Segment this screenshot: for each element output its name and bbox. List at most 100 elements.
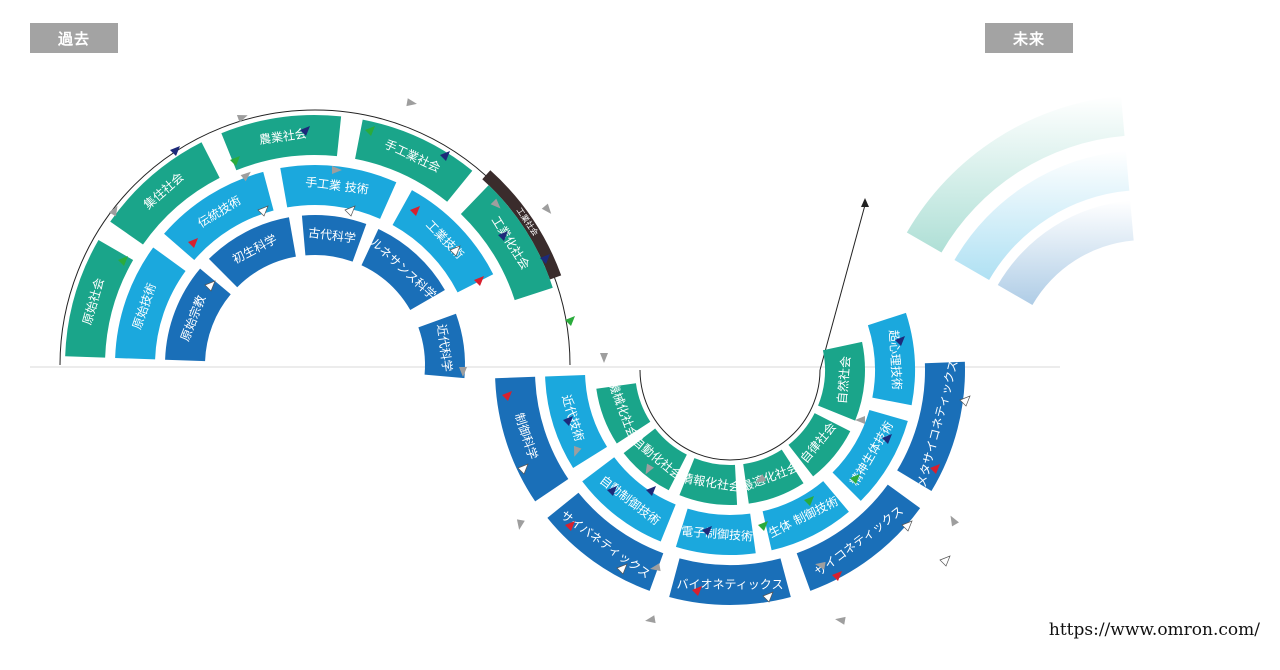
flag-marker: [474, 276, 484, 286]
flag-marker: [959, 395, 971, 407]
flow-arrow: [755, 474, 767, 483]
society-label: 自然社会: [834, 355, 853, 404]
timeline-tail: [819, 204, 866, 371]
technology-block-shape: [164, 171, 274, 261]
flag-marker: [692, 586, 702, 596]
technology-block-9: 超心理技術: [867, 312, 915, 406]
flow-arrow: [109, 205, 118, 217]
technology-label: 電子制御技術: [681, 523, 754, 544]
flag-marker: [804, 496, 814, 506]
technology-block-shape: [545, 375, 608, 469]
science-label: バイオネティックス: [677, 578, 784, 592]
technology-block-shape: [280, 165, 397, 219]
technology-block-1: 伝統技術: [164, 171, 274, 261]
science-block-5: 制御科学: [495, 376, 569, 502]
flag-marker: [565, 316, 575, 326]
flag-markers: [109, 98, 971, 625]
science-block-6: サイバネティックス: [547, 492, 664, 591]
flow-arrow: [236, 114, 248, 123]
flag-marker: [517, 463, 529, 475]
timeline-arc-right: [639, 369, 821, 461]
flow-arrow: [600, 353, 608, 363]
society-block-5: 機械化社会: [596, 379, 651, 444]
science-block-shape: [495, 376, 569, 502]
society-block-shape: [623, 428, 687, 491]
technology-block-shape: [675, 508, 756, 555]
flag-marker: [565, 521, 575, 531]
flow-arrow: [240, 171, 251, 182]
flag-marker: [901, 520, 913, 532]
flag-marker: [762, 591, 774, 603]
flag-marker: [563, 416, 573, 426]
flag-marker: [410, 206, 420, 216]
flow-arrow: [645, 615, 656, 624]
technology-block-shape: [582, 457, 676, 542]
flag-marker: [344, 205, 356, 217]
past-label: 過去: [30, 23, 118, 53]
flow-arrow: [573, 445, 582, 457]
flag-marker: [188, 238, 198, 248]
science-block-shape: [418, 313, 466, 379]
technology-block-8: 精神生体技術: [832, 409, 908, 501]
science-label: 近代科学: [434, 323, 455, 373]
flag-marker: [502, 391, 512, 401]
future-label: 未来: [985, 23, 1073, 53]
flag-marker: [832, 571, 842, 581]
society-label: 農業社会: [258, 125, 308, 147]
future-fade-1: [954, 150, 1130, 280]
science-block-shape: [547, 492, 664, 591]
technology-block-4: 近代技術: [545, 375, 608, 469]
technology-block-shape: [867, 312, 915, 406]
science-block-0: 原始宗教: [165, 268, 231, 362]
society-block-shape: [743, 449, 804, 504]
science-block-7: バイオネティックス: [669, 558, 791, 605]
technology-block-7: 生体 制御技術: [762, 481, 849, 551]
society-block-2: 農業社会: [221, 115, 342, 171]
society-block-shape: [110, 142, 220, 245]
technology-block-0: 原始技術: [115, 247, 186, 360]
diagram-blocks: 原始社会集住社会農業社会手工業社会工業化社会機械化社会自動化社会情報化社会最適化…: [65, 115, 966, 605]
science-block-shape: [361, 229, 445, 310]
flag-marker: [930, 464, 940, 474]
flag-marker: [616, 563, 628, 575]
flag-marker: [257, 205, 269, 217]
flag-marker: [540, 254, 550, 264]
society-block-shape: [460, 185, 553, 301]
science-block-1: 初生科学: [208, 217, 296, 288]
flow-arrow: [650, 563, 661, 572]
science-block-shape: [669, 558, 791, 605]
society-block-0: 原始社会: [65, 240, 134, 358]
society-block-shape: [355, 119, 473, 202]
society-block-shape: [596, 383, 651, 444]
technology-block-shape: [115, 247, 186, 360]
flag-marker: [204, 280, 216, 292]
flag-marker: [118, 256, 128, 266]
flag-marker: [882, 434, 892, 444]
flow-arrow: [406, 98, 417, 107]
source-credit: https://www.omron.com/: [1048, 620, 1260, 640]
flag-marker: [850, 474, 860, 484]
flag-marker: [646, 486, 656, 496]
flow-arrow: [490, 198, 501, 209]
flag-marker: [300, 126, 310, 136]
society-block-shape: [788, 413, 851, 477]
future-fade-bands: [906, 96, 1134, 305]
flag-marker: [895, 336, 905, 346]
society-block-8: 最適化社会: [739, 449, 804, 504]
science-block-2: 古代科学: [301, 215, 367, 262]
society-block-7: 情報化社会: [679, 458, 742, 505]
society-block-shape: [65, 240, 134, 358]
technology-block-6: 電子制御技術: [675, 508, 756, 555]
flag-marker: [939, 555, 951, 567]
flag-marker: [365, 126, 375, 136]
flag-marker: [758, 521, 768, 531]
future-fade-0: [906, 96, 1125, 253]
science-block-shape: [165, 268, 231, 362]
science-block-shape: [897, 361, 966, 492]
technology-block-shape: [392, 190, 494, 293]
technology-block-2: 手工業 技術: [280, 165, 397, 219]
science-block-shape: [208, 217, 296, 288]
flag-marker: [440, 151, 450, 161]
future-fade-2: [997, 200, 1134, 305]
